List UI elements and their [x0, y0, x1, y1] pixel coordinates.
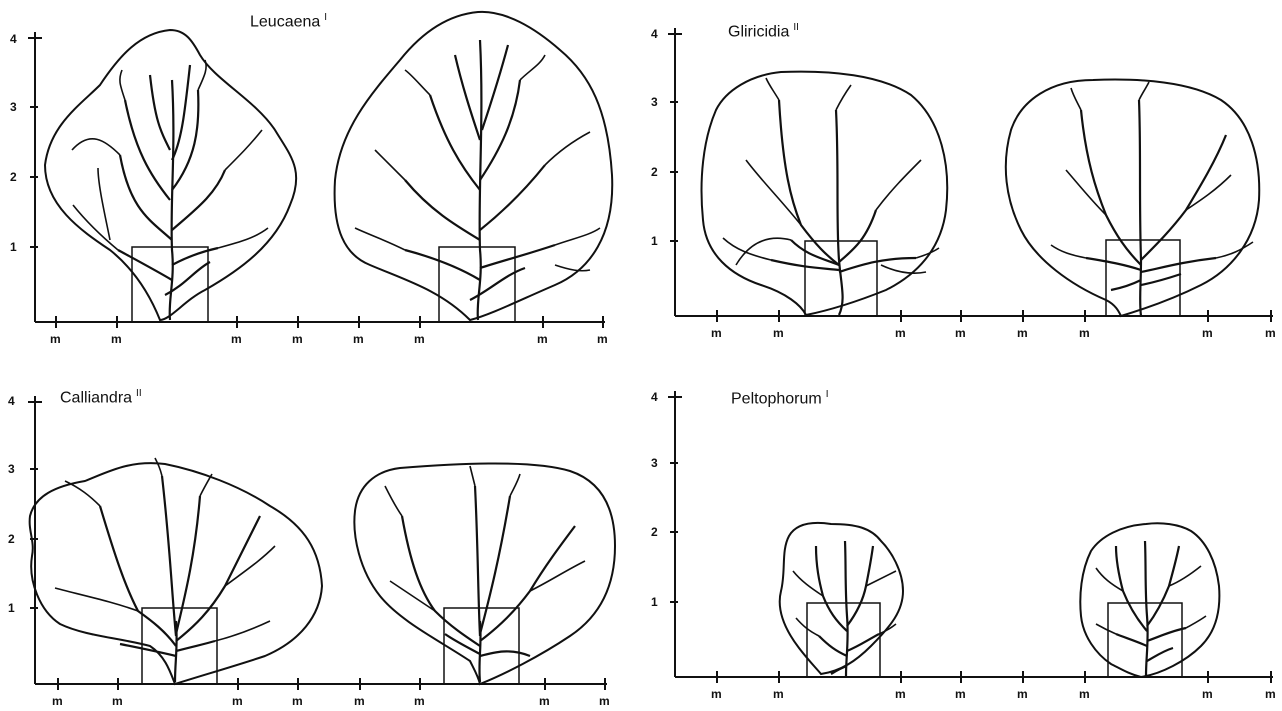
tree-crown: [1006, 80, 1259, 316]
x-tick-label: m: [353, 332, 364, 346]
x-tick-label: m: [773, 326, 784, 340]
x-tick-label: m: [711, 687, 722, 701]
panel-peltophorum: PeltophorumI 1 2 3 4 m m m m m m m m: [641, 356, 1282, 711]
x-tick-label: m: [955, 687, 966, 701]
leucaena-diagram: [0, 0, 640, 355]
tree-crown: [1080, 523, 1219, 677]
x-tick-label: m: [599, 694, 610, 708]
y-tick-label: 4: [651, 390, 658, 404]
x-tick-label: m: [52, 694, 63, 708]
x-tick-label: m: [112, 694, 123, 708]
y-tick-label: 2: [651, 525, 658, 539]
y-tick-label: 3: [8, 462, 15, 476]
y-tick-label: 2: [10, 170, 17, 184]
x-tick-label: m: [895, 326, 906, 340]
y-tick-label: 1: [651, 234, 658, 248]
x-tick-label: m: [539, 694, 550, 708]
x-tick-label: m: [711, 326, 722, 340]
y-tick-label: 3: [651, 456, 658, 470]
x-tick-label: m: [1202, 687, 1213, 701]
x-tick-label: m: [1202, 326, 1213, 340]
x-tick-label: m: [231, 332, 242, 346]
x-tick-label: m: [232, 694, 243, 708]
panel-title: CalliandraII: [60, 388, 142, 407]
x-tick-label: m: [1017, 326, 1028, 340]
tree-crown: [354, 463, 615, 684]
x-tick-label: m: [1017, 687, 1028, 701]
y-tick-label: 2: [651, 165, 658, 179]
panel-title: GliricidiaII: [728, 22, 799, 41]
x-tick-label: m: [895, 687, 906, 701]
tree-crown: [30, 458, 322, 684]
x-tick-label: m: [1265, 326, 1276, 340]
panel-leucaena: LeucaenaI 1 2 3 4 m m m m m m m m: [0, 0, 640, 355]
x-tick-label: m: [1079, 326, 1090, 340]
y-tick-label: 4: [10, 32, 17, 46]
y-tick-label: 1: [651, 595, 658, 609]
peltophorum-diagram: [641, 356, 1282, 711]
tree-crown: [335, 12, 613, 322]
y-tick-label: 4: [8, 394, 15, 408]
x-tick-label: m: [292, 694, 303, 708]
panel-calliandra: CalliandraII 1 2 3 4 m m m m m m m m: [0, 356, 640, 711]
tree-crown: [780, 523, 903, 677]
x-tick-label: m: [111, 332, 122, 346]
gliricidia-diagram: [641, 0, 1282, 355]
x-tick-label: m: [773, 687, 784, 701]
panel-title: LeucaenaI: [250, 12, 327, 31]
x-tick-label: m: [414, 332, 425, 346]
x-tick-label: m: [292, 332, 303, 346]
x-tick-label: m: [537, 332, 548, 346]
x-tick-label: m: [50, 332, 61, 346]
y-tick-label: 1: [10, 240, 17, 254]
panel-title: PeltophorumI: [731, 389, 829, 408]
y-tick-label: 3: [651, 95, 658, 109]
x-tick-label: m: [1265, 687, 1276, 701]
x-tick-label: m: [1079, 687, 1090, 701]
tree-crown: [702, 72, 948, 316]
y-tick-label: 4: [651, 27, 658, 41]
x-tick-label: m: [597, 332, 608, 346]
y-tick-label: 1: [8, 601, 15, 615]
x-tick-label: m: [414, 694, 425, 708]
x-tick-label: m: [955, 326, 966, 340]
y-tick-label: 3: [10, 100, 17, 114]
calliandra-diagram: [0, 356, 640, 711]
panel-gliricidia: GliricidiaII 1 2 3 4 m m m m m m m m: [641, 0, 1282, 355]
x-tick-label: m: [354, 694, 365, 708]
tree-crown: [45, 30, 296, 322]
y-tick-label: 2: [8, 532, 15, 546]
